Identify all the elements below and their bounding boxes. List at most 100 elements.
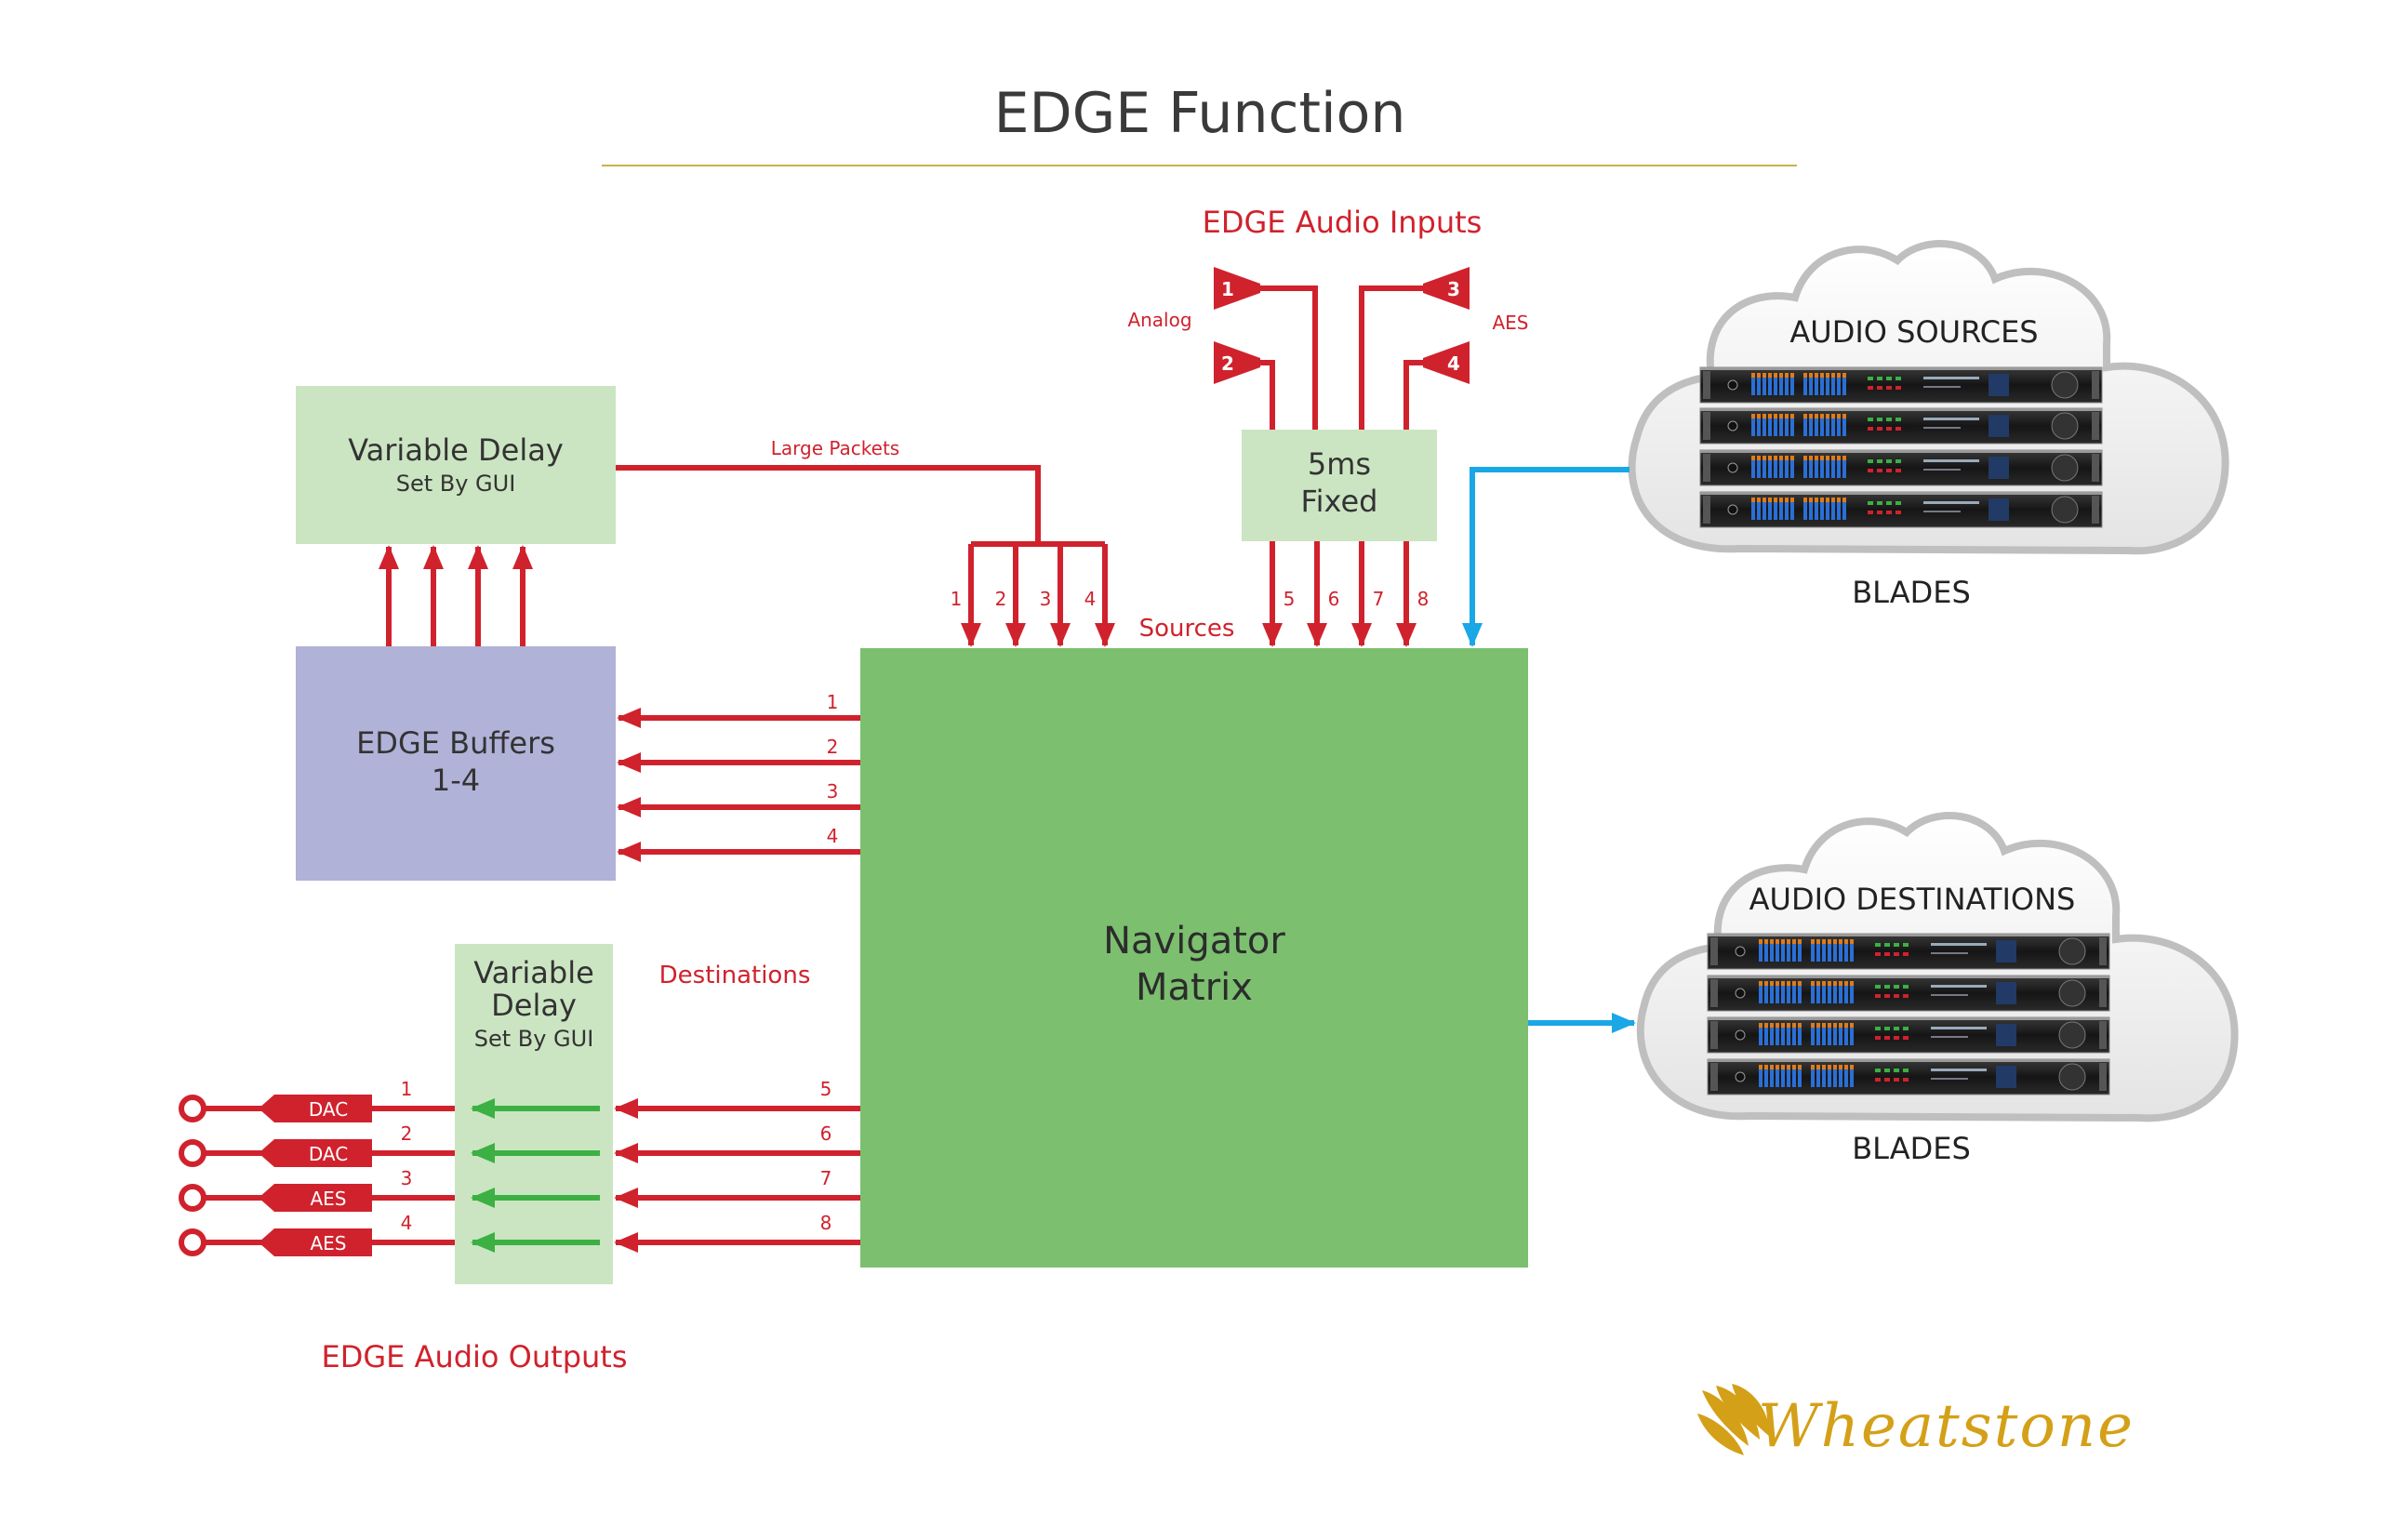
wheat-icon (1697, 1384, 1770, 1455)
source-number: 6 (1328, 588, 1340, 610)
edge-buffers-line2: 1-4 (432, 763, 480, 798)
output-tag-icon (259, 1139, 372, 1167)
fixed-to-matrix-arrows (1262, 541, 1417, 647)
blade-stack (1707, 933, 2110, 1095)
destination-number: 6 (820, 1122, 832, 1145)
output-jack-icon (179, 1184, 206, 1212)
sources-to-matrix-arrow (1462, 467, 1629, 647)
large-packets-label: Large Packets (771, 437, 899, 459)
output-tag-2: DAC (259, 1139, 372, 1167)
edge-buffers-box (296, 646, 616, 881)
variable-delay-bottom-subtitle: Set By GUI (474, 1026, 594, 1052)
matrix-to-buffer-arrows (617, 708, 860, 862)
fixed-delay-box (1242, 430, 1437, 541)
destination-number: 5 (820, 1078, 832, 1100)
large-packets-lines (616, 465, 1115, 647)
edge-buffers-line1: EDGE Buffers (356, 725, 555, 761)
input-connector-1: 1 (1214, 267, 1260, 310)
destination-number: 7 (820, 1167, 832, 1189)
output-tag-icon (259, 1184, 372, 1212)
inputs-heading: EDGE Audio Inputs (1203, 205, 1483, 240)
page-title: EDGE Function (994, 81, 1406, 146)
buffer-numbers: 1 2 3 4 (827, 691, 839, 847)
output-tag-label: AES (310, 1232, 346, 1255)
xlr-connector-icon (1214, 267, 1260, 310)
variable-delay-top-title: Variable Delay (348, 432, 564, 468)
blade-unit (1707, 933, 2110, 970)
blade-unit (1699, 407, 2103, 445)
fixed-delay-line1: 5ms (1308, 446, 1371, 482)
input-lines (1256, 285, 1428, 432)
cloud-sources: AUDIO SOURCES BLADES (1628, 240, 2229, 610)
input-connector-3: 3 (1423, 267, 1470, 310)
output-tag-label: DAC (309, 1098, 348, 1121)
output-jack-icon (179, 1228, 206, 1256)
matrix-to-destination-arrows (614, 1098, 860, 1253)
cloud-destinations-caption: BLADES (1852, 1131, 1971, 1166)
sources-label: Sources (1139, 615, 1235, 643)
source-number: 2 (995, 588, 1007, 610)
xlr-connector-icon (1423, 267, 1470, 310)
source-number: 7 (1373, 588, 1385, 610)
variable-delay-bottom-line2: Delay (491, 988, 577, 1023)
blade-unit (1707, 1058, 2110, 1095)
buffer-number: 4 (827, 825, 839, 847)
output-jacks (179, 1095, 206, 1256)
outputs-heading: EDGE Audio Outputs (322, 1339, 628, 1374)
blade-unit (1707, 975, 2110, 1012)
xlr-connector-icon (1214, 341, 1260, 384)
buffer-number: 3 (827, 780, 839, 803)
blade-unit (1699, 449, 2103, 486)
cloud-sources-title: AUDIO SOURCES (1789, 314, 2038, 350)
source-numbers: 1 2 3 4 5 6 7 8 (951, 588, 1430, 610)
blade-stack (1699, 366, 2103, 528)
output-numbers: 1 2 3 4 (401, 1078, 413, 1234)
input-connector-number: 1 (1221, 278, 1234, 300)
output-jack-icon (179, 1139, 206, 1167)
fixed-delay-line2: Fixed (1301, 484, 1378, 519)
variable-delay-bottom-line1: Variable (473, 955, 594, 990)
input-connector-number: 2 (1221, 352, 1234, 375)
source-number: 4 (1084, 588, 1097, 610)
destinations-label: Destinations (659, 962, 811, 989)
input-connector-number: 4 (1447, 352, 1460, 375)
blade-unit (1699, 366, 2103, 404)
output-tag-label: AES (310, 1188, 346, 1210)
input-connector-4: 4 (1423, 341, 1470, 384)
navigator-matrix-box (860, 648, 1528, 1268)
source-number: 1 (951, 588, 963, 610)
input-connector-2: 2 (1214, 341, 1260, 384)
buffer-to-delay-arrows (379, 545, 533, 646)
source-number: 5 (1284, 588, 1296, 610)
output-tag-icon (259, 1228, 372, 1256)
xlr-connector-icon (1423, 341, 1470, 384)
source-number: 3 (1040, 588, 1052, 610)
blade-unit (1707, 1016, 2110, 1054)
output-jack-icon (179, 1095, 206, 1122)
aes-label: AES (1492, 312, 1528, 334)
blade-unit (1699, 491, 2103, 528)
destination-numbers: 5 6 7 8 (820, 1078, 832, 1234)
variable-delay-top-box (296, 386, 616, 544)
buffer-number: 2 (827, 736, 839, 758)
cloud-destinations: AUDIO DESTINATIONS BLADES (1636, 812, 2239, 1166)
output-number: 3 (401, 1167, 413, 1189)
output-tag-4: AES (259, 1228, 372, 1256)
destination-number: 8 (820, 1212, 832, 1234)
matrix-line1: Navigator (1103, 920, 1285, 962)
output-number: 4 (401, 1212, 413, 1234)
output-lines (205, 1106, 455, 1245)
output-tag-3: AES (259, 1184, 372, 1212)
variable-delay-top-subtitle: Set By GUI (396, 471, 516, 497)
output-tag-label: DAC (309, 1143, 348, 1165)
analog-label: Analog (1127, 309, 1191, 331)
cloud-destinations-title: AUDIO DESTINATIONS (1749, 882, 2076, 917)
logo-wordmark: Wheatstone (1758, 1392, 2135, 1461)
matrix-line2: Matrix (1136, 966, 1253, 1009)
output-number: 1 (401, 1078, 413, 1100)
output-tag-icon (259, 1095, 372, 1122)
source-number: 8 (1417, 588, 1430, 610)
buffer-number: 1 (827, 691, 839, 713)
